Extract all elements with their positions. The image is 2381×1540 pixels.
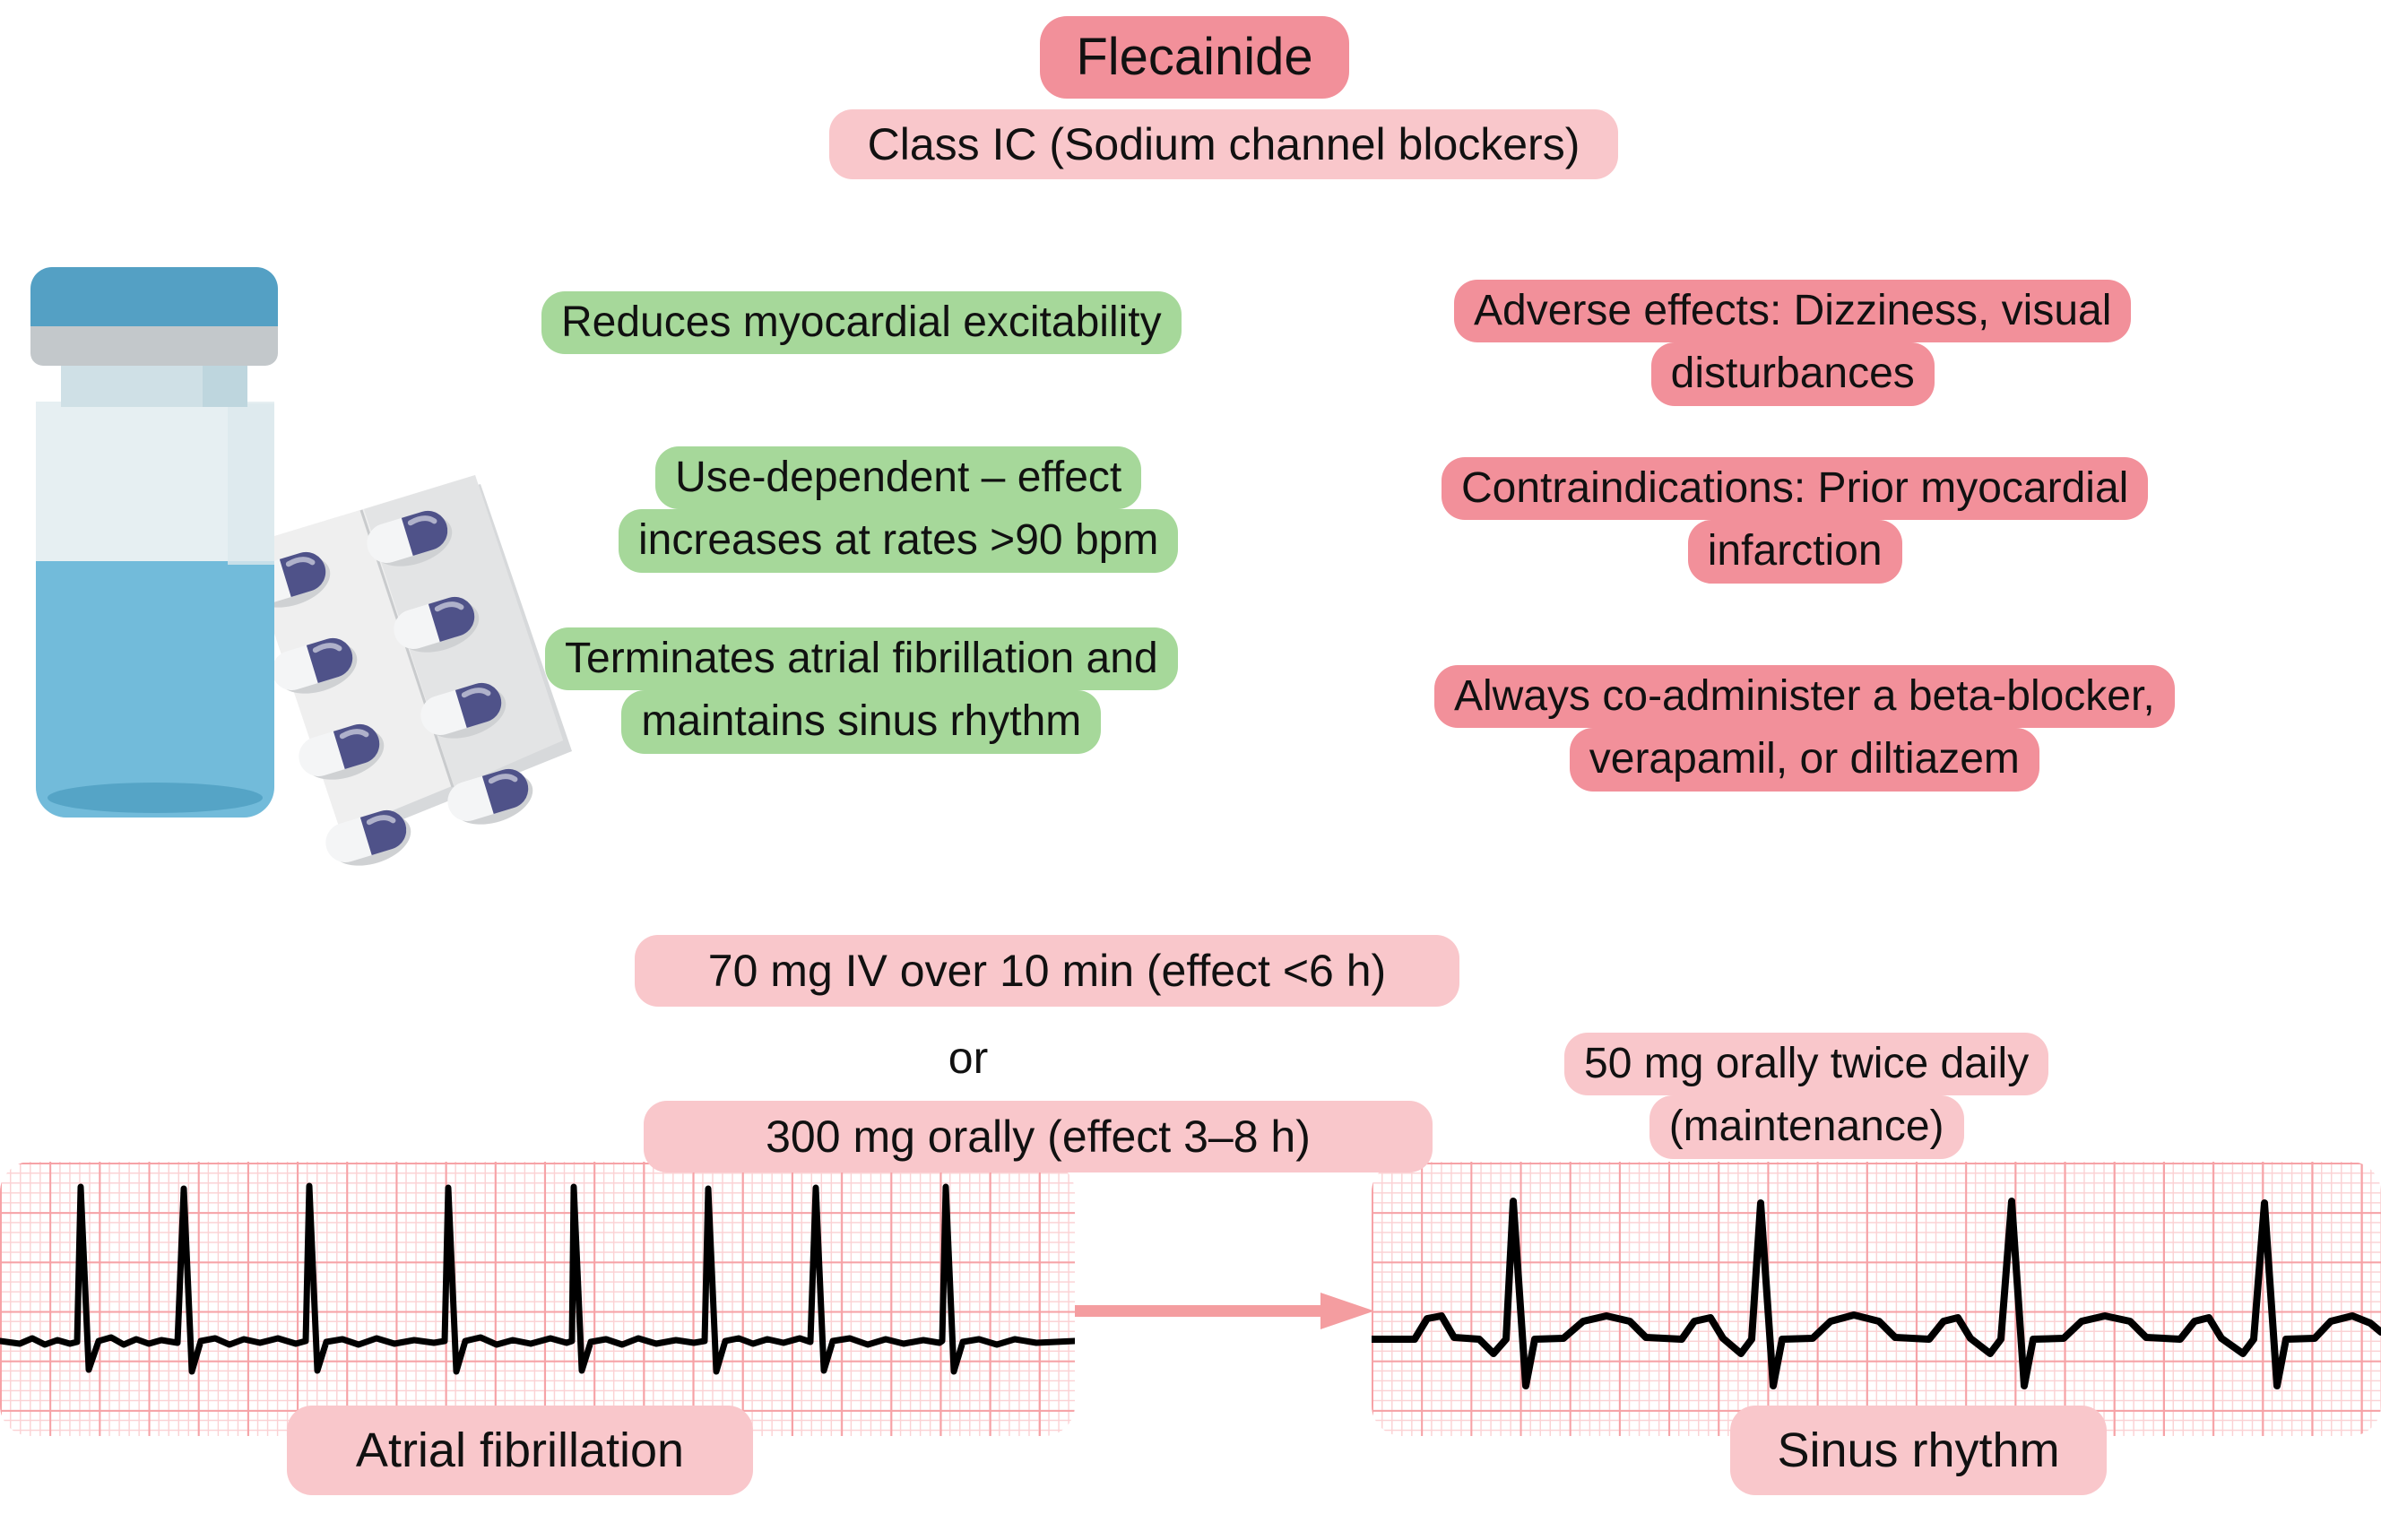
warning-1-line-1: Adverse effects: Dizziness, visual <box>1454 280 2132 343</box>
vial-liquid-base-shade <box>48 783 263 813</box>
drug-vial <box>30 267 278 818</box>
ecg-strip-atrial-fibrillation <box>0 1162 1075 1436</box>
medication-illustration <box>16 249 626 877</box>
vial-neck-shade <box>203 359 247 407</box>
warning-1-line-2: disturbances <box>1650 342 1935 406</box>
arrow-shaft <box>1075 1305 1329 1317</box>
ecg-grid-sinus <box>1372 1162 2381 1436</box>
mechanism-item-1-line-1: Reduces myocardial excitability <box>541 291 1182 355</box>
dose-conjunction: or <box>948 1032 989 1083</box>
mechanism-item-3-line-1: Terminates atrial fibrillation and <box>545 627 1178 691</box>
rhythm-label-after: Sinus rhythm <box>1730 1406 2107 1495</box>
vial-cap <box>30 267 278 326</box>
blister-capsule <box>245 551 411 866</box>
medication-illustration-svg <box>30 267 572 866</box>
warning-3-line-1: Always co-administer a beta-blocker, <box>1434 665 2175 729</box>
dose-maintenance-line-2: (maintenance) <box>1649 1095 1964 1159</box>
warning-item-co-administration: Always co-administer a beta-blocker, ver… <box>1434 665 2175 792</box>
blister-capsule <box>367 510 533 825</box>
vial-glass-highlight <box>228 403 274 565</box>
warning-item-contraindications: Contraindications: Prior myocardial infa… <box>1442 457 2149 584</box>
mechanism-item-3: Terminates atrial fibrillation and maint… <box>545 627 1178 754</box>
ecg-strip-sinus-rhythm <box>1372 1162 2381 1436</box>
warning-2-line-1: Contraindications: Prior myocardial <box>1442 457 2149 521</box>
dose-oral: 300 mg orally (effect 3–8 h) <box>644 1101 1433 1172</box>
dose-maintenance: 50 mg orally twice daily (maintenance) <box>1564 1033 2049 1159</box>
ecg-trace-sinus <box>1372 1198 2381 1389</box>
dose-intravenous: 70 mg IV over 10 min (effect <6 h) <box>635 935 1459 1007</box>
mechanism-item-1: Reduces myocardial excitability <box>541 291 1182 355</box>
dose-maintenance-line-1: 50 mg orally twice daily <box>1564 1033 2049 1096</box>
arrow-head-icon <box>1320 1293 1374 1329</box>
warning-item-adverse-effects: Adverse effects: Dizziness, visual distu… <box>1454 280 2132 406</box>
ecg-trace-af <box>0 1182 1075 1375</box>
mechanism-item-2-line-2: increases at rates >90 bpm <box>619 509 1179 573</box>
vial-collar <box>30 314 278 366</box>
mechanism-item-2-line-1: Use-dependent – effect <box>655 446 1142 510</box>
warning-3-line-2: verapamil, or diltiazem <box>1569 728 2039 792</box>
rhythm-label-before: Atrial fibrillation <box>287 1406 753 1495</box>
conversion-arrow <box>1075 1293 1374 1329</box>
drug-class-subtitle: Class IC (Sodium channel blockers) <box>829 109 1618 179</box>
pill-blister-pack <box>245 475 572 866</box>
mechanism-item-2: Use-dependent – effect increases at rate… <box>619 446 1179 573</box>
vial-liquid <box>36 561 274 818</box>
drug-title: Flecainide <box>1040 16 1349 99</box>
warning-2-line-2: infarction <box>1687 520 1902 584</box>
mechanism-item-3-line-2: maintains sinus rhythm <box>621 690 1102 754</box>
